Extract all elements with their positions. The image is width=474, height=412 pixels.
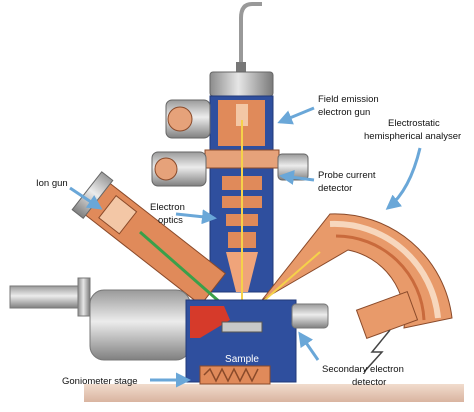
red-shield [190,306,230,338]
analyser-arc-inner [329,220,441,319]
gun-side-knob [167,106,193,132]
label-probe-2: detector [318,183,352,194]
label-optics-2: optics [158,215,183,226]
label-secondary-2: detector [352,377,386,388]
goniometer-spring [203,367,259,383]
label-secondary-1: Secondary electron [322,364,404,375]
label-optics-1: Electron [150,202,185,213]
arrow-analyser [385,147,422,210]
label-goniometer: Goniometer stage [62,376,138,387]
arrow-probe [279,170,315,185]
arrow-optics [175,209,217,225]
label-probe-1: Probe current [318,170,376,181]
label-ion-gun: Ion gun [36,178,68,189]
left-port-flange [77,277,91,317]
gun-emitter [236,104,248,126]
label-analyser-1: Electrostatic [388,118,440,129]
base-plate [84,384,464,402]
left-cylinder [89,289,191,361]
gun-cable [239,1,262,72]
label-field-emission-2: electron gun [318,107,370,118]
arrow-ion-gun [69,186,103,210]
sample-holder [221,321,263,333]
analyser-output-line [363,329,391,373]
arrow-field-emission [277,106,315,125]
probe-left-knob [154,157,178,181]
analyser-arc-mid [335,234,426,321]
arrow-secondary [298,331,320,361]
label-field-emission-1: Field emission [318,94,379,105]
ion-gun-window [98,195,138,235]
analyser-detector [355,291,419,339]
gun-cap [209,71,274,97]
left-port-long [9,285,81,309]
sample-label: Sample [225,354,259,365]
cable-connector [236,62,246,74]
label-analyser-2: hemispherical analyser [364,131,461,142]
right-port [291,303,329,329]
